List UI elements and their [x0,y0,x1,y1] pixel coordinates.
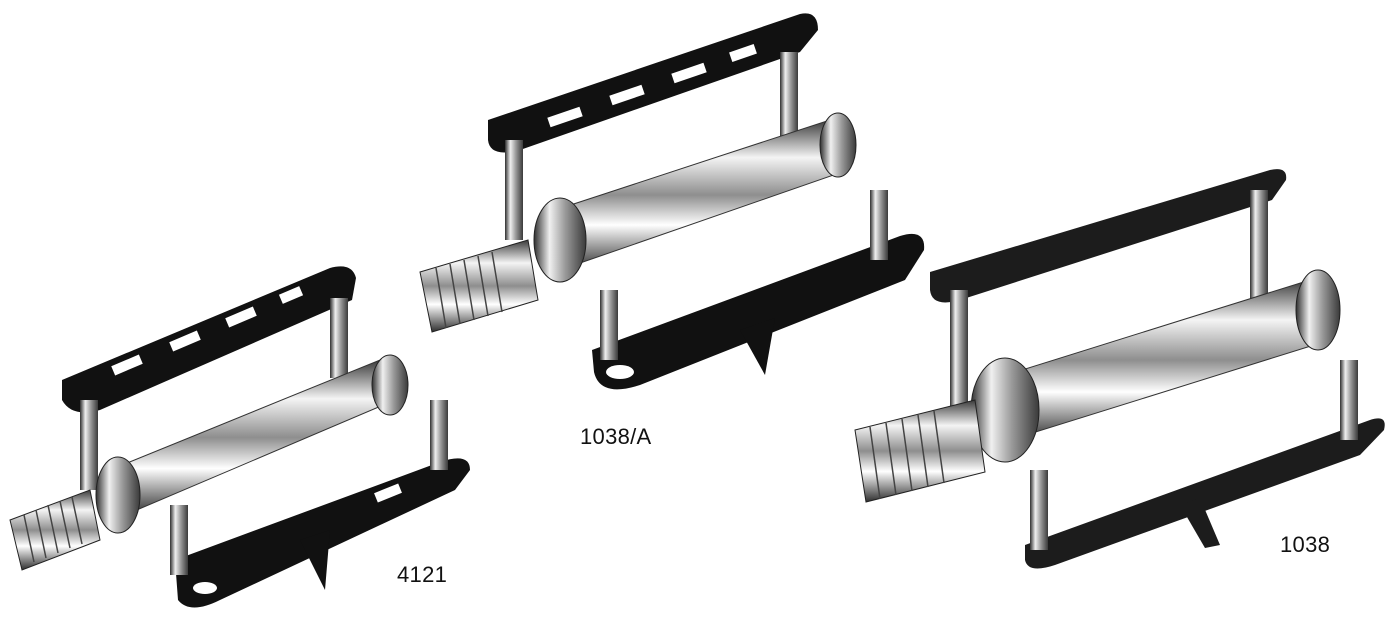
model-label-1038a: 1038/A [580,424,652,449]
quill-pedal-1038a-icon [419,13,925,390]
quill-pedal-4121-icon [9,266,470,608]
model-label-1038: 1038 [1280,532,1331,557]
quill-pedal-1038-icon [854,169,1385,569]
model-label-4121: 4121 [397,562,448,587]
